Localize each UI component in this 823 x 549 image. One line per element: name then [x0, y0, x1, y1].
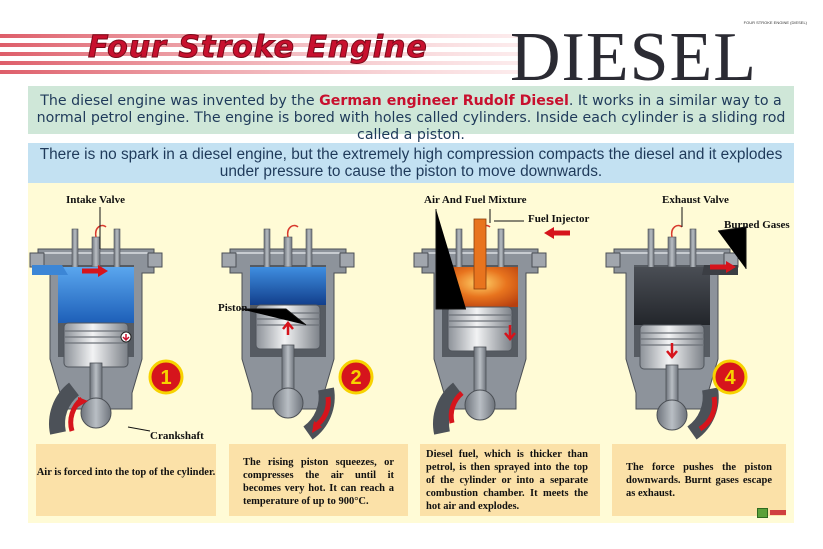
inventor-highlight: German engineer Rudolf Diesel: [319, 93, 569, 109]
engine-stage-4: [605, 224, 748, 440]
caption-step-2: The rising piston squeezes, or compresse…: [229, 444, 408, 516]
corner-code: FOUR STROKE ENGINE (DIESEL): [743, 20, 807, 25]
step-1-number: 1: [160, 367, 171, 389]
engine-diagrams: 1 2 4: [29, 207, 748, 440]
caption-step-4-text: The force pushes the piston downwards. B…: [626, 462, 772, 499]
step-2-number: 2: [350, 367, 361, 389]
intro-text: The diesel engine was invented by the Ge…: [28, 86, 794, 144]
label-crankshaft: Crankshaft: [150, 430, 204, 442]
intro-text-start: The diesel engine was invented by the: [40, 93, 320, 109]
caption-step-3-text: Diesel fuel, which is thicker than petro…: [426, 449, 588, 512]
diesel-title: DIESEL: [510, 19, 758, 96]
label-fuel-injector: Fuel Injector: [528, 213, 590, 225]
label-piston: Piston: [218, 302, 248, 314]
label-exhaust-valve: Exhaust Valve: [662, 194, 729, 206]
header-stripes: [0, 34, 520, 74]
note-text: There is no spark in a diesel engine, bu…: [39, 146, 783, 180]
step-4-number: 4: [724, 367, 736, 389]
intro-band: The diesel engine was invented by the Ge…: [28, 86, 794, 143]
engine-stage-3: [413, 218, 570, 435]
label-air-fuel-mixture: Air And Fuel Mixture: [424, 194, 527, 206]
publisher-logo-icon: [757, 508, 768, 518]
engine-stage-2: [221, 224, 374, 440]
caption-step-4: The force pushes the piston downwards. B…: [612, 444, 786, 516]
intro-text-end: . It works in a similar way to a normal …: [36, 93, 786, 143]
page-title: Four Stroke Engine: [88, 30, 428, 66]
caption-step-2-text: The rising piston squeezes, or compresse…: [243, 457, 394, 507]
caption-step-1-text: Air is forced into the top of the cylind…: [36, 467, 216, 478]
caption-step-1: Air is forced into the top of the cylind…: [36, 444, 216, 516]
caption-step-3: Diesel fuel, which is thicker than petro…: [420, 444, 600, 516]
label-intake-valve: Intake Valve: [66, 194, 125, 206]
note-band: There is no spark in a diesel engine, bu…: [28, 143, 794, 183]
engine-stage-1: [29, 224, 184, 435]
label-burned-gases: Burned Gases: [724, 219, 790, 231]
publisher-mark-icon: [770, 510, 786, 515]
